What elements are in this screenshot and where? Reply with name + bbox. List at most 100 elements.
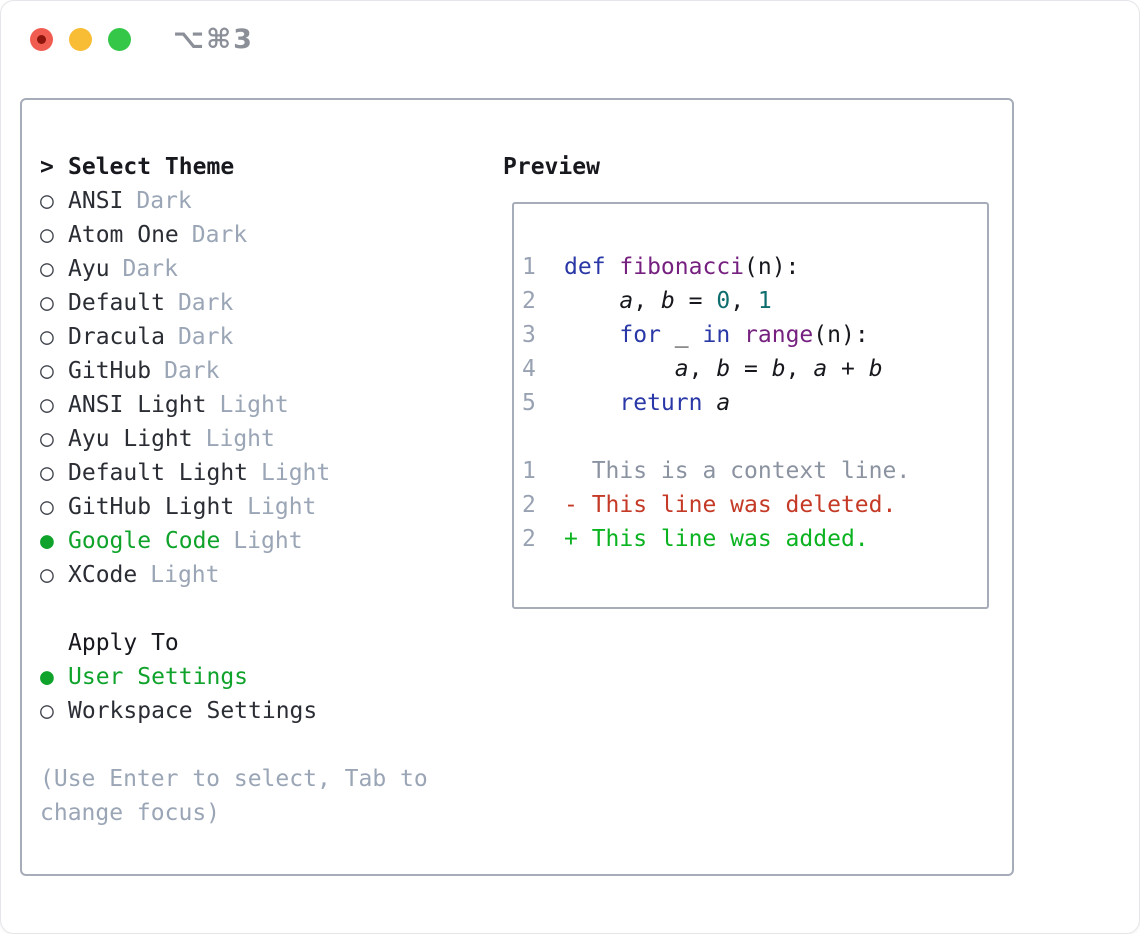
- titlebar: ⌥⌘3: [1, 1, 1139, 77]
- radio-selected-icon: ●: [40, 528, 54, 554]
- apply-option-label: User Settings: [68, 664, 249, 690]
- code-token: [564, 288, 619, 314]
- radio-icon: ○: [40, 290, 54, 316]
- code-token: ,: [785, 356, 814, 382]
- code-token: for: [619, 322, 661, 348]
- radio-icon: ○: [40, 222, 54, 248]
- theme-variant: Light: [261, 460, 331, 486]
- theme-variant: Light: [247, 494, 317, 520]
- prompt-icon: >: [40, 154, 54, 180]
- select-theme-header: > Select Theme: [40, 150, 428, 184]
- line-number: 1: [522, 254, 536, 280]
- line-number: 4: [522, 356, 536, 382]
- help-hint-line-1: (Use Enter to select, Tab to: [40, 766, 428, 792]
- radio-icon: ○: [40, 188, 54, 214]
- code-token: ,: [730, 288, 758, 314]
- select-theme-title: Select Theme: [68, 154, 235, 180]
- code-token: 1: [757, 288, 772, 314]
- radio-icon: ○: [40, 698, 54, 724]
- theme-label: GitHub Light: [68, 494, 235, 520]
- code-token: in: [702, 322, 731, 348]
- code-token: [702, 390, 716, 416]
- theme-variant: Dark: [164, 358, 220, 384]
- preview-title: Preview: [503, 154, 600, 180]
- close-dot-icon: [37, 34, 46, 44]
- theme-label: GitHub: [68, 358, 152, 384]
- code-token: range: [744, 322, 814, 348]
- theme-variant: Light: [233, 528, 303, 554]
- theme-option-ayu-dark[interactable]: ○ Ayu Dark: [40, 252, 428, 286]
- line-number: 2: [522, 288, 536, 314]
- theme-label: Ayu: [68, 256, 110, 282]
- radio-selected-icon: ●: [40, 664, 54, 690]
- code-line: 1 def fibonacci(n):: [522, 250, 987, 284]
- diff-preview: 1 This is a context line. 2- This line w…: [522, 454, 987, 556]
- window-title: ⌥⌘3: [173, 23, 254, 55]
- code-token: b: [716, 356, 731, 382]
- line-number: 2: [522, 526, 536, 552]
- diff-text: This is a context line.: [564, 458, 911, 484]
- code-token: =: [674, 288, 717, 314]
- apply-to-title: Apply To: [68, 630, 179, 656]
- traffic-light-minimize-button[interactable]: [69, 27, 92, 51]
- theme-variant: Dark: [191, 222, 248, 248]
- theme-label: ANSI Light: [68, 392, 207, 418]
- code-token: a: [813, 356, 828, 382]
- theme-option-atom-one-dark[interactable]: ○ Atom One Dark: [40, 218, 428, 252]
- radio-icon: ○: [40, 426, 54, 452]
- theme-variant: Dark: [177, 324, 234, 350]
- radio-icon: ○: [40, 562, 54, 588]
- apply-option-workspace-settings[interactable]: ○ Workspace Settings: [40, 694, 428, 728]
- diff-added-line: 2 + This line was added.: [522, 522, 987, 556]
- code-token: (n):: [744, 254, 800, 280]
- traffic-light-close-button[interactable]: [30, 27, 53, 51]
- code-token: b: [868, 356, 883, 382]
- apply-option-user-settings[interactable]: ● User Settings: [40, 660, 428, 694]
- code-token: _: [660, 322, 703, 348]
- theme-label: Default Light: [68, 460, 249, 486]
- line-number: 5: [522, 390, 536, 416]
- code-line: 4 a, b = b, a + b: [522, 352, 987, 386]
- theme-variant: Dark: [122, 256, 178, 282]
- code-token: def: [564, 254, 620, 280]
- code-line: 5 return a: [522, 386, 987, 420]
- radio-icon: ○: [40, 256, 54, 282]
- line-number: 2: [522, 492, 536, 518]
- code-token: a: [716, 390, 731, 416]
- apply-option-label: Workspace Settings: [68, 698, 318, 724]
- radio-icon: ○: [40, 324, 54, 350]
- code-token: +: [827, 356, 869, 382]
- code-token: [564, 356, 675, 382]
- traffic-light-zoom-button[interactable]: [108, 27, 131, 51]
- line-number: 3: [522, 322, 536, 348]
- diff-context-line: 1 This is a context line.: [522, 454, 987, 488]
- code-token: [730, 322, 744, 348]
- help-hint-line-2: change focus): [40, 800, 221, 826]
- theme-label: Atom One: [68, 222, 179, 248]
- diff-deleted-line: 2- This line was deleted.: [522, 488, 987, 522]
- code-token: b: [660, 288, 675, 314]
- apply-to-header: Apply To: [40, 626, 428, 660]
- code-token: [564, 390, 619, 416]
- code-token: a: [674, 356, 689, 382]
- diff-text: + This line was added.: [564, 526, 869, 552]
- code-token: a: [619, 288, 634, 314]
- theme-variant: Dark: [136, 188, 192, 214]
- code-token: fibonacci: [619, 254, 745, 280]
